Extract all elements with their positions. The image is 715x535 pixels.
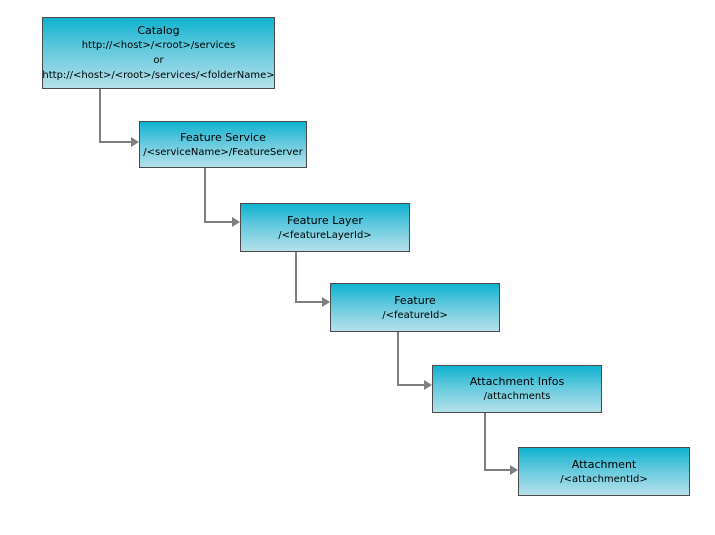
node-feature-layer-title: Feature Layer (287, 213, 363, 227)
arrowhead-right-icon (424, 380, 432, 390)
node-catalog-title: Catalog (137, 24, 180, 37)
node-catalog-url-1: http://<host>/<root>/services (81, 40, 236, 51)
node-attachment-infos: Attachment Infos /attachments (432, 365, 602, 413)
connector-catalog-to-feature-service-vertical (99, 89, 101, 143)
arrowhead-right-icon (232, 217, 240, 227)
node-attachment-title: Attachment (571, 457, 637, 471)
node-feature-service-title: Feature Service (180, 130, 266, 144)
node-catalog: Catalog http://<host>/<root>/services or… (42, 17, 275, 89)
connector-catalog-to-feature-service-horizontal (99, 141, 131, 143)
connector-feature-to-attachment-infos-vertical (397, 332, 399, 386)
node-feature-service: Feature Service /<serviceName>/FeatureSe… (139, 121, 307, 168)
node-feature-title: Feature (394, 293, 436, 307)
node-catalog-or: or (153, 55, 164, 66)
node-attachment-infos-title: Attachment Infos (469, 375, 565, 388)
node-feature-layer: Feature Layer /<featureLayerId> (240, 203, 410, 252)
connector-feature-service-to-feature-layer-horizontal (204, 221, 232, 223)
node-attachment-infos-path: /attachments (483, 391, 551, 402)
node-attachment-path: /<attachmentId> (560, 473, 648, 485)
connector-attachment-infos-to-attachment-vertical (484, 413, 486, 471)
connector-feature-layer-to-feature-horizontal (295, 301, 322, 303)
node-feature: Feature /<featureId> (330, 283, 500, 332)
arrowhead-right-icon (131, 137, 139, 147)
arrowhead-right-icon (510, 465, 518, 475)
connector-feature-service-to-feature-layer-vertical (204, 168, 206, 223)
connector-feature-to-attachment-infos-horizontal (397, 384, 424, 386)
connector-feature-layer-to-feature-vertical (295, 252, 297, 303)
connector-attachment-infos-to-attachment-horizontal (484, 469, 510, 471)
node-feature-layer-path: /<featureLayerId> (278, 229, 372, 241)
node-attachment: Attachment /<attachmentId> (518, 447, 690, 496)
node-feature-path: /<featureId> (382, 309, 448, 321)
node-feature-service-path: /<serviceName>/FeatureServer (143, 146, 303, 158)
arrowhead-right-icon (322, 297, 330, 307)
node-catalog-url-2: http://<host>/<root>/services/<folderNam… (42, 70, 275, 81)
